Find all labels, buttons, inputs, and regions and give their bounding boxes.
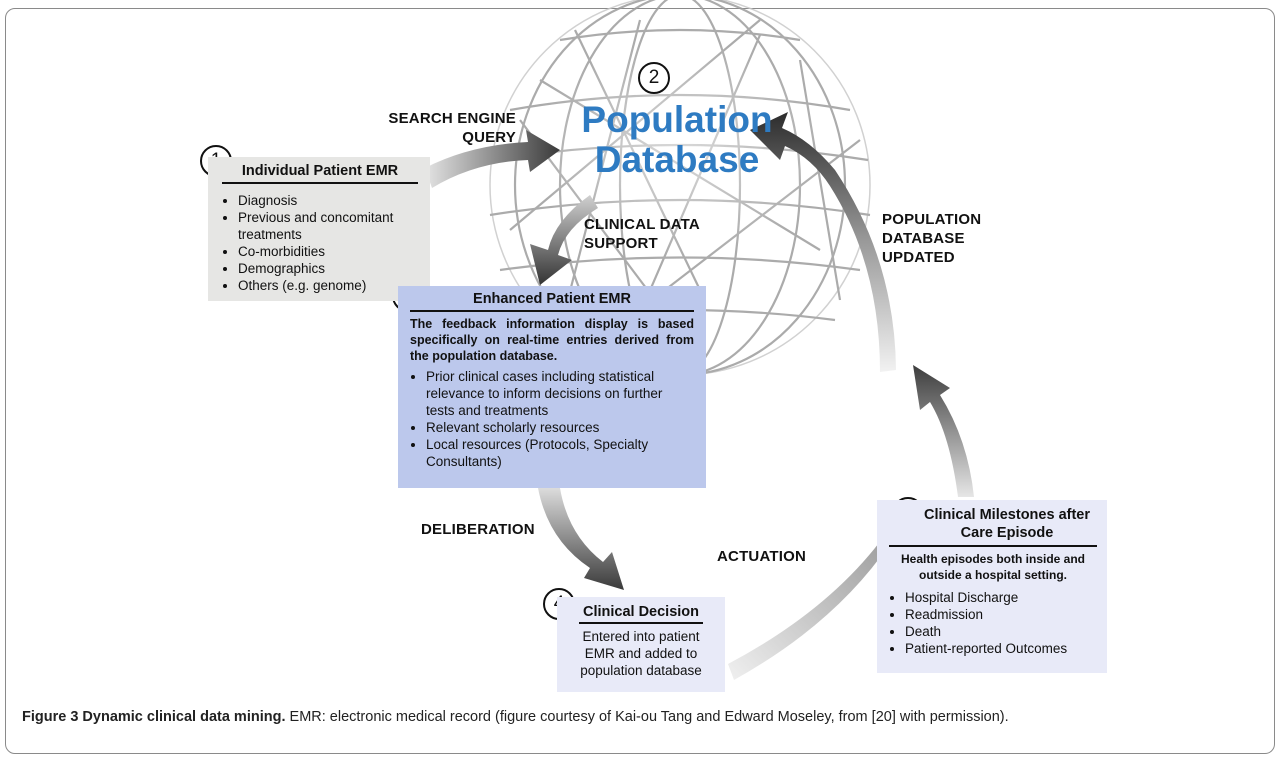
clinical-milestones-box: Clinical Milestones after Care Episode H… (877, 500, 1107, 673)
list-item: Patient-reported Outcomes (905, 640, 1097, 657)
arrow-search-query (425, 130, 560, 188)
individual-emr-list: Diagnosis Previous and concomitant treat… (222, 192, 418, 294)
list-item: Relevant scholarly resources (426, 419, 694, 436)
milestones-list: Hospital Discharge Readmission Death Pat… (889, 589, 1097, 657)
list-item: Hospital Discharge (905, 589, 1097, 606)
box-title: Individual Patient EMR (222, 163, 418, 184)
box-title: Clinical Decision (578, 604, 704, 624)
caption-title: Figure 3 Dynamic clinical data mining. (22, 709, 286, 725)
label-population-database-updated: POPULATION DATABASE UPDATED (882, 210, 981, 267)
population-database-title: Population Database (572, 100, 782, 180)
list-item: Local resources (Protocols, Specialty Co… (426, 436, 694, 470)
list-item: Others (e.g. genome) (238, 277, 418, 294)
label-line: CLINICAL DATA (584, 216, 700, 233)
step-number-2: 2 (638, 62, 670, 94)
title-line-1: Population (581, 99, 773, 140)
enhanced-patient-emr-box: Enhanced Patient EMR The feedback inform… (398, 286, 706, 488)
label-search-engine-query: SEARCH ENGINE QUERY (380, 109, 516, 147)
list-item: Death (905, 623, 1097, 640)
arrow-clinical-data-support (530, 195, 598, 285)
box-title: Clinical Milestones after Care Episode (889, 506, 1097, 547)
label-line: DATABASE (882, 230, 965, 247)
label-line: QUERY (462, 129, 516, 146)
clinical-decision-box: Clinical Decision Entered into patient E… (557, 597, 725, 692)
list-item: Readmission (905, 606, 1097, 623)
label-line: SEARCH ENGINE (388, 110, 516, 127)
list-item: Previous and concomitant treatments (238, 209, 418, 243)
list-item: Prior clinical cases including statistic… (426, 368, 694, 419)
clinical-decision-body: Entered into patient EMR and added to po… (580, 629, 702, 678)
figure-caption: Figure 3 Dynamic clinical data mining. E… (22, 707, 1262, 727)
label-actuation: ACTUATION (717, 548, 807, 565)
arrow-population-updated (750, 112, 896, 372)
figure-frame (5, 8, 1275, 754)
list-item: Demographics (238, 260, 418, 277)
enhanced-emr-list: Prior clinical cases including statistic… (410, 368, 694, 470)
title-line-2: Database (594, 139, 760, 180)
arrow-deliberation (538, 488, 624, 590)
label-line: UPDATED (882, 249, 955, 266)
box-title: Enhanced Patient EMR (410, 291, 694, 312)
label-line: SUPPORT (584, 235, 658, 252)
milestones-intro: Health episodes both inside and outside … (900, 552, 1086, 582)
enhanced-emr-intro: The feedback information display is base… (410, 317, 694, 363)
individual-patient-emr-box: Individual Patient EMR Diagnosis Previou… (208, 157, 430, 301)
label-clinical-data-support: CLINICAL DATA SUPPORT (584, 215, 700, 253)
label-deliberation: DELIBERATION (421, 521, 535, 538)
list-item: Co-morbidities (238, 243, 418, 260)
arrow-milestone-up (913, 365, 974, 497)
list-item: Diagnosis (238, 192, 418, 209)
caption-text: EMR: electronic medical record (figure c… (285, 709, 1009, 725)
label-line: POPULATION (882, 211, 982, 228)
